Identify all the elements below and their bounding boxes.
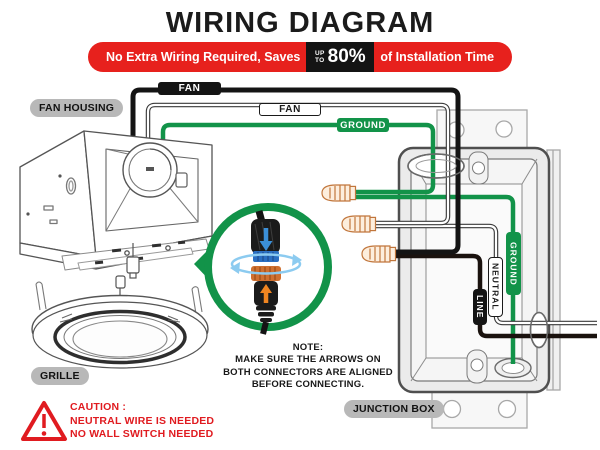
note-line: BEFORE CONNECTING. <box>251 379 365 391</box>
grille-drawing <box>31 281 209 369</box>
warning-triangle-icon <box>21 401 67 441</box>
banner-text-right: of Installation Time <box>380 50 495 64</box>
wire-nut-neutral <box>341 215 377 233</box>
fan-wire-black-label: FAN <box>158 82 221 95</box>
connector-blue-collar <box>253 251 279 262</box>
junction-box-drawing <box>397 146 551 394</box>
banner-value: 80% <box>327 46 366 67</box>
note-line: BOTH CONNECTORS ARE ALIGNED <box>223 366 393 378</box>
blue-arrow-down-icon <box>259 228 273 251</box>
fan-wire-black <box>130 87 461 255</box>
rotation-arrows-icon <box>230 253 302 275</box>
ground-wire-label: GROUND <box>337 118 389 132</box>
note-block: NOTE: MAKE SURE THE ARROWS ON BOTH CONNE… <box>197 342 419 392</box>
junction-box-label: JUNCTION BOX <box>344 400 444 418</box>
line-vertical-label: LINE <box>473 289 487 325</box>
housing-connector <box>115 243 140 296</box>
wire-grommet <box>407 153 465 179</box>
connector-inset <box>194 203 332 335</box>
ground-vertical-label: GROUND <box>506 232 521 295</box>
fan-housing-label: FAN HOUSING <box>30 99 124 117</box>
banner-up: UP <box>315 50 325 57</box>
page-title: WIRING DIAGRAM <box>165 7 435 39</box>
caution-line: NO WALL SWITCH NEEDED <box>70 428 214 440</box>
fan-housing-drawing <box>19 130 213 271</box>
fan-wire-white-label: FAN <box>259 103 321 116</box>
note-heading: NOTE: <box>292 342 324 353</box>
grille-label: GRILLE <box>31 367 89 385</box>
wire-nut-ground <box>321 184 357 202</box>
wire-nut-line <box>361 245 397 263</box>
banner-to: TO <box>315 57 325 64</box>
neutral-vertical-label: NEUTRAL <box>488 257 503 317</box>
banner-upto: UP TO <box>315 50 325 64</box>
ground-wire-box <box>352 194 516 364</box>
note-line: MAKE SURE THE ARROWS ON <box>235 354 381 366</box>
fan-wire-ground <box>160 122 436 195</box>
banner-highlight: UP TO 80% <box>306 42 375 72</box>
banner: No Extra Wiring Required, Saves UP TO 80… <box>88 42 512 72</box>
caution-heading: CAUTION : <box>70 401 127 413</box>
orange-arrow-up-icon <box>260 284 272 303</box>
banner-text-left: No Extra Wiring Required, Saves <box>105 50 301 64</box>
caution-block: CAUTION : NEUTRAL WIRE IS NEEDED NO WALL… <box>70 401 214 442</box>
caution-line: NEUTRAL WIRE IS NEEDED <box>70 414 215 427</box>
